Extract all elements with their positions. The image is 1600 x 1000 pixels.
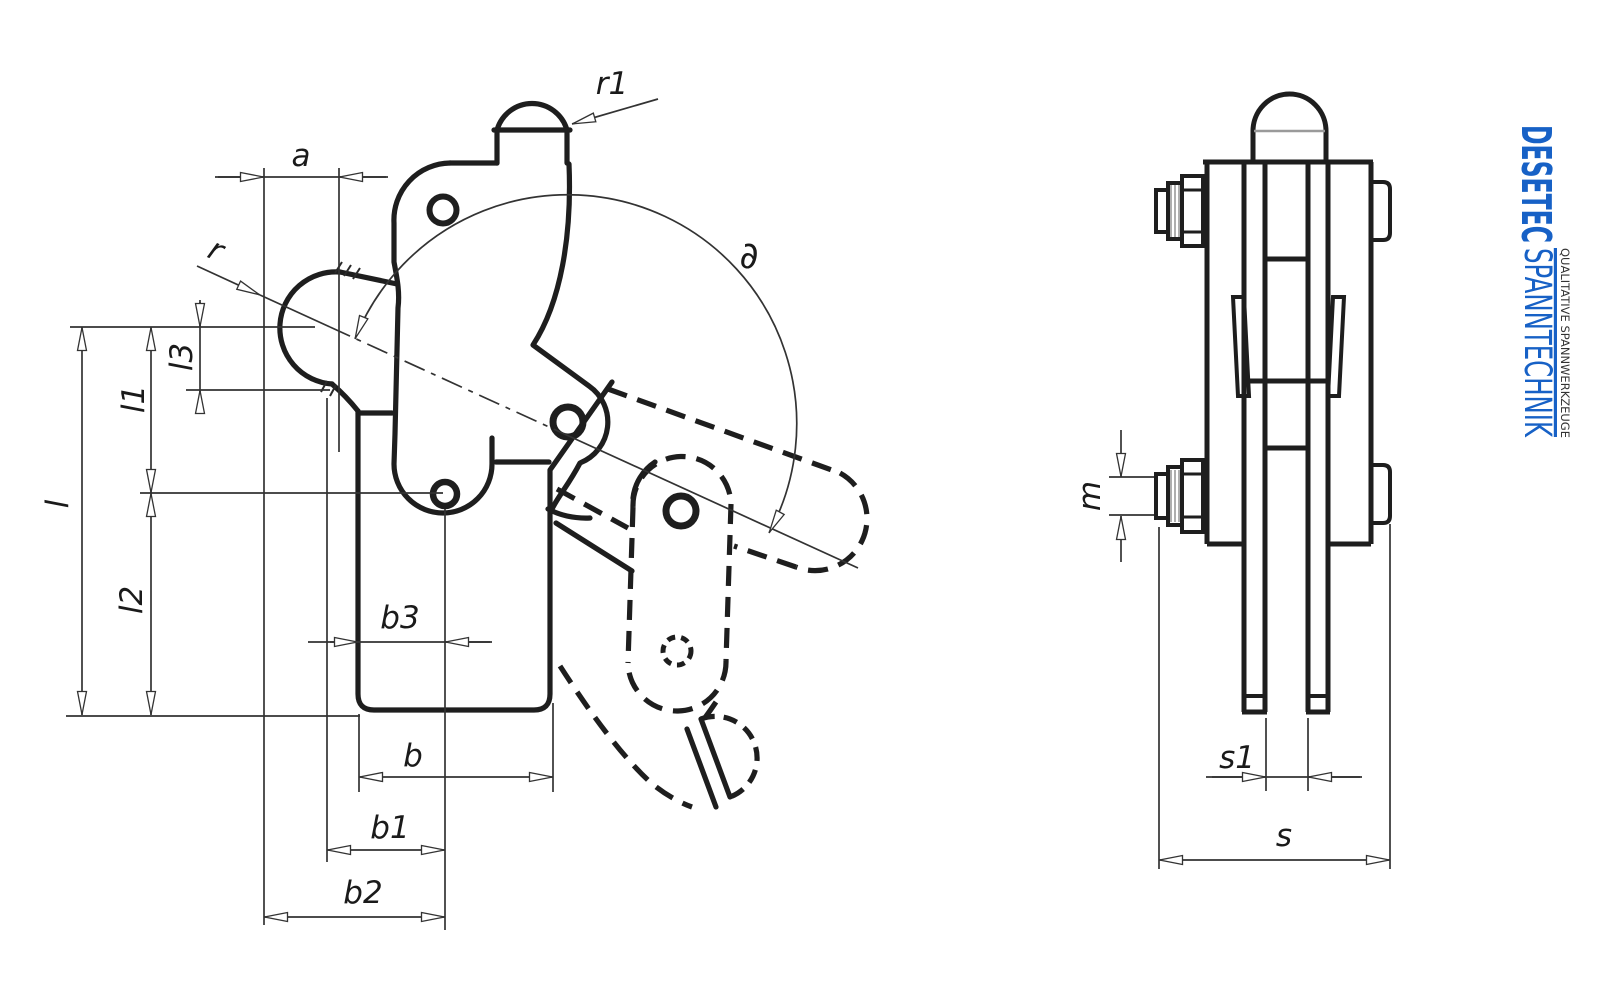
label-s: s <box>1276 818 1292 854</box>
r1-leader <box>571 98 659 125</box>
handle-knob <box>491 100 573 166</box>
link-solid-edges <box>545 459 658 574</box>
pivot-hole <box>429 478 461 510</box>
bolt-upper <box>1154 174 1205 248</box>
tab-upper-right <box>1371 180 1392 242</box>
front-knob <box>1250 91 1329 162</box>
label-b3: b3 <box>380 600 419 636</box>
axis-line <box>196 265 859 569</box>
label-angle: ∂ <box>739 234 758 277</box>
extension-lines <box>66 168 554 930</box>
dim-m <box>1109 430 1154 562</box>
side-view: r1 a r ∂ l3 l1 l l2 b3 b b1 b2 <box>40 66 870 930</box>
label-l: l <box>40 499 76 508</box>
dim-s <box>1158 524 1391 869</box>
open-arm-end-cap <box>795 470 870 574</box>
open-arm-bottom-edge <box>733 543 797 570</box>
label-l1: l1 <box>116 385 152 413</box>
label-r1: r1 <box>596 66 628 102</box>
handle-top-hole <box>426 193 460 227</box>
logo-subtitle-text: SPANNTECHNIK <box>1516 248 1559 438</box>
tab-lower-right <box>1371 463 1392 525</box>
label-b: b <box>403 738 423 774</box>
swing-angle-arc <box>354 193 798 534</box>
label-b2: b2 <box>343 875 382 911</box>
dim-s1 <box>1206 718 1362 791</box>
open-knob-band <box>684 716 733 810</box>
link-capsule <box>625 506 636 664</box>
logo-rule <box>1553 248 1557 437</box>
bolt-lower <box>1154 458 1205 534</box>
clip-left <box>1230 295 1252 398</box>
label-b1: b1 <box>370 810 409 846</box>
clip-right <box>1325 295 1347 398</box>
logo-brand-text: DESETEC <box>1512 125 1560 243</box>
open-handle-edge <box>557 664 693 810</box>
front-body <box>1203 159 1374 715</box>
logo: DESETEC SPANNTECHNIK QUALITATIVE SPANNWE… <box>1512 125 1572 438</box>
label-a: a <box>292 138 311 174</box>
link-lower-hole <box>660 634 694 668</box>
logo-tagline-text: QUALITATIVE SPANNWERKZEUGE <box>1558 248 1572 438</box>
label-m: m <box>1072 481 1108 511</box>
label-s1: s1 <box>1219 740 1255 776</box>
label-l2: l2 <box>114 586 150 614</box>
label-r: r <box>202 231 231 270</box>
front-view: m s1 s <box>1072 91 1392 869</box>
link-pin-hole <box>662 492 700 530</box>
open-arm-top-edge <box>607 386 841 476</box>
label-l3: l3 <box>164 343 200 371</box>
